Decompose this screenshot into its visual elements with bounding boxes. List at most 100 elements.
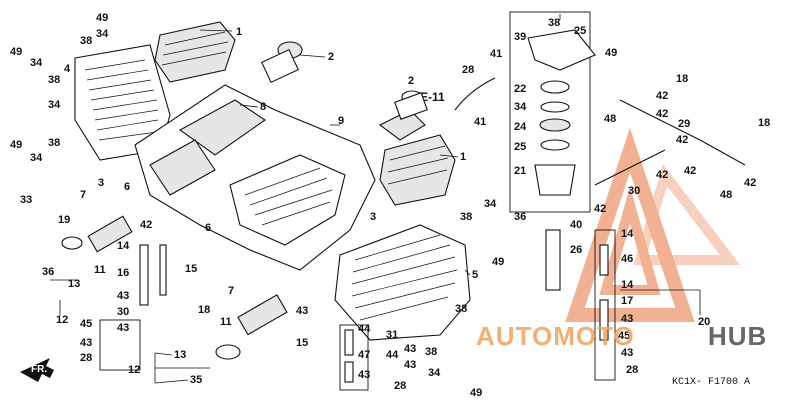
part-number: 13 — [174, 349, 186, 361]
part-number: 42 — [676, 134, 688, 146]
drain-group-bottom — [99, 244, 369, 391]
watermark-text-grey: HUB — [708, 321, 767, 351]
part-number: 6 — [124, 181, 130, 193]
part-number: 18 — [758, 117, 770, 129]
part-number: 43 — [296, 305, 308, 317]
part-number: 38 — [455, 303, 467, 315]
part-number: 43 — [404, 359, 416, 371]
part-number: 39 — [514, 31, 526, 43]
part-number: 34 — [30, 57, 43, 69]
part-number: 28 — [626, 364, 638, 376]
part-number: 44 — [358, 323, 371, 335]
part-number: 38 — [548, 17, 560, 29]
breather-tubes — [454, 77, 746, 381]
part-number: 34 — [428, 367, 441, 379]
part-number: 15 — [185, 263, 197, 275]
part-number: 18 — [676, 73, 688, 85]
part-number: 8 — [260, 101, 266, 113]
part-number: 26 — [570, 244, 582, 256]
part-number: 36 — [42, 266, 54, 278]
part-number: 43 — [117, 322, 129, 334]
part-number: 3 — [370, 211, 376, 223]
part-number: 22 — [514, 83, 526, 95]
part-number: 45 — [80, 318, 92, 330]
part-number: 44 — [386, 349, 399, 361]
part-number-labels: 49 34 38 1 2 49 34 4 38 34 38 49 34 8 9 … — [10, 12, 770, 399]
part-number: 34 — [514, 101, 527, 113]
part-number: 42 — [656, 108, 668, 120]
air-cleaner-cover-right — [334, 224, 471, 341]
part-number: 49 — [96, 12, 108, 24]
part-number: 42 — [656, 169, 668, 181]
part-number: 7 — [80, 189, 86, 201]
part-number: 5 — [472, 269, 478, 281]
air-filter-element-right — [379, 134, 456, 206]
part-number: 49 — [605, 47, 617, 59]
part-number: 7 — [228, 285, 234, 297]
part-number: 46 — [621, 253, 633, 265]
part-number: 40 — [570, 219, 582, 231]
intake-ducts — [61, 41, 303, 360]
part-number: 34 — [96, 28, 109, 40]
part-number: 36 — [514, 211, 526, 223]
part-number: 49 — [10, 46, 22, 58]
part-number: 21 — [514, 165, 526, 177]
part-number: 28 — [462, 64, 474, 76]
part-number: 49 — [492, 256, 504, 268]
watermark-text-orange: AUTOMOTO — [476, 321, 635, 351]
part-number: 18 — [198, 304, 210, 316]
leader-lines — [50, 14, 701, 384]
part-number: 30 — [628, 185, 640, 197]
front-arrow: FR. — [20, 358, 54, 382]
part-number: 12 — [56, 314, 68, 326]
part-number: 43 — [621, 313, 633, 325]
air-cleaner-cover-left — [74, 44, 171, 161]
air-filter-element-top — [154, 21, 236, 83]
part-number: 42 — [140, 219, 152, 231]
breather-separator — [509, 11, 596, 291]
part-number: 16 — [117, 267, 129, 279]
air-box-housing — [134, 84, 376, 271]
part-number: 42 — [684, 165, 696, 177]
part-number: 38 — [425, 346, 437, 358]
part-number: 38 — [460, 211, 472, 223]
part-number: 11 — [94, 264, 106, 276]
part-number: 35 — [190, 374, 202, 386]
part-number: 1 — [460, 151, 466, 163]
part-number: 42 — [744, 177, 756, 189]
part-number: 14 — [621, 228, 634, 240]
part-number: 28 — [80, 352, 92, 364]
part-number: 1 — [236, 26, 242, 38]
part-number: 25 — [514, 141, 526, 153]
part-number: 48 — [720, 189, 732, 201]
part-number: 43 — [621, 347, 633, 359]
watermark: AUTOMOTO HUB — [476, 321, 767, 351]
part-number: 42 — [656, 90, 668, 102]
part-number: 34 — [48, 99, 61, 111]
part-number: 11 — [220, 316, 232, 328]
part-number: 24 — [514, 121, 527, 133]
duct-right — [378, 90, 428, 141]
part-number: 9 — [338, 115, 344, 127]
front-arrow-label: FR. — [31, 364, 47, 375]
part-number: 29 — [678, 118, 690, 130]
part-number: 4 — [64, 63, 71, 75]
part-number: 49 — [470, 387, 482, 399]
part-number: 45 — [618, 330, 630, 342]
part-number: 17 — [621, 295, 633, 307]
part-number: 43 — [80, 337, 92, 349]
part-number: 14 — [621, 279, 634, 291]
part-number: 34 — [30, 152, 43, 164]
part-number: 38 — [48, 137, 60, 149]
part-number: 30 — [117, 306, 129, 318]
part-number: 25 — [574, 25, 586, 37]
part-number: 13 — [68, 278, 80, 290]
part-number: 12 — [128, 364, 140, 376]
part-number: 3 — [98, 177, 104, 189]
part-number: 14 — [117, 240, 130, 252]
part-number: 2 — [328, 51, 334, 63]
diagram-code: KC1X- F1700 A — [672, 377, 751, 388]
part-number: 33 — [20, 194, 32, 206]
part-number: 48 — [604, 113, 616, 125]
